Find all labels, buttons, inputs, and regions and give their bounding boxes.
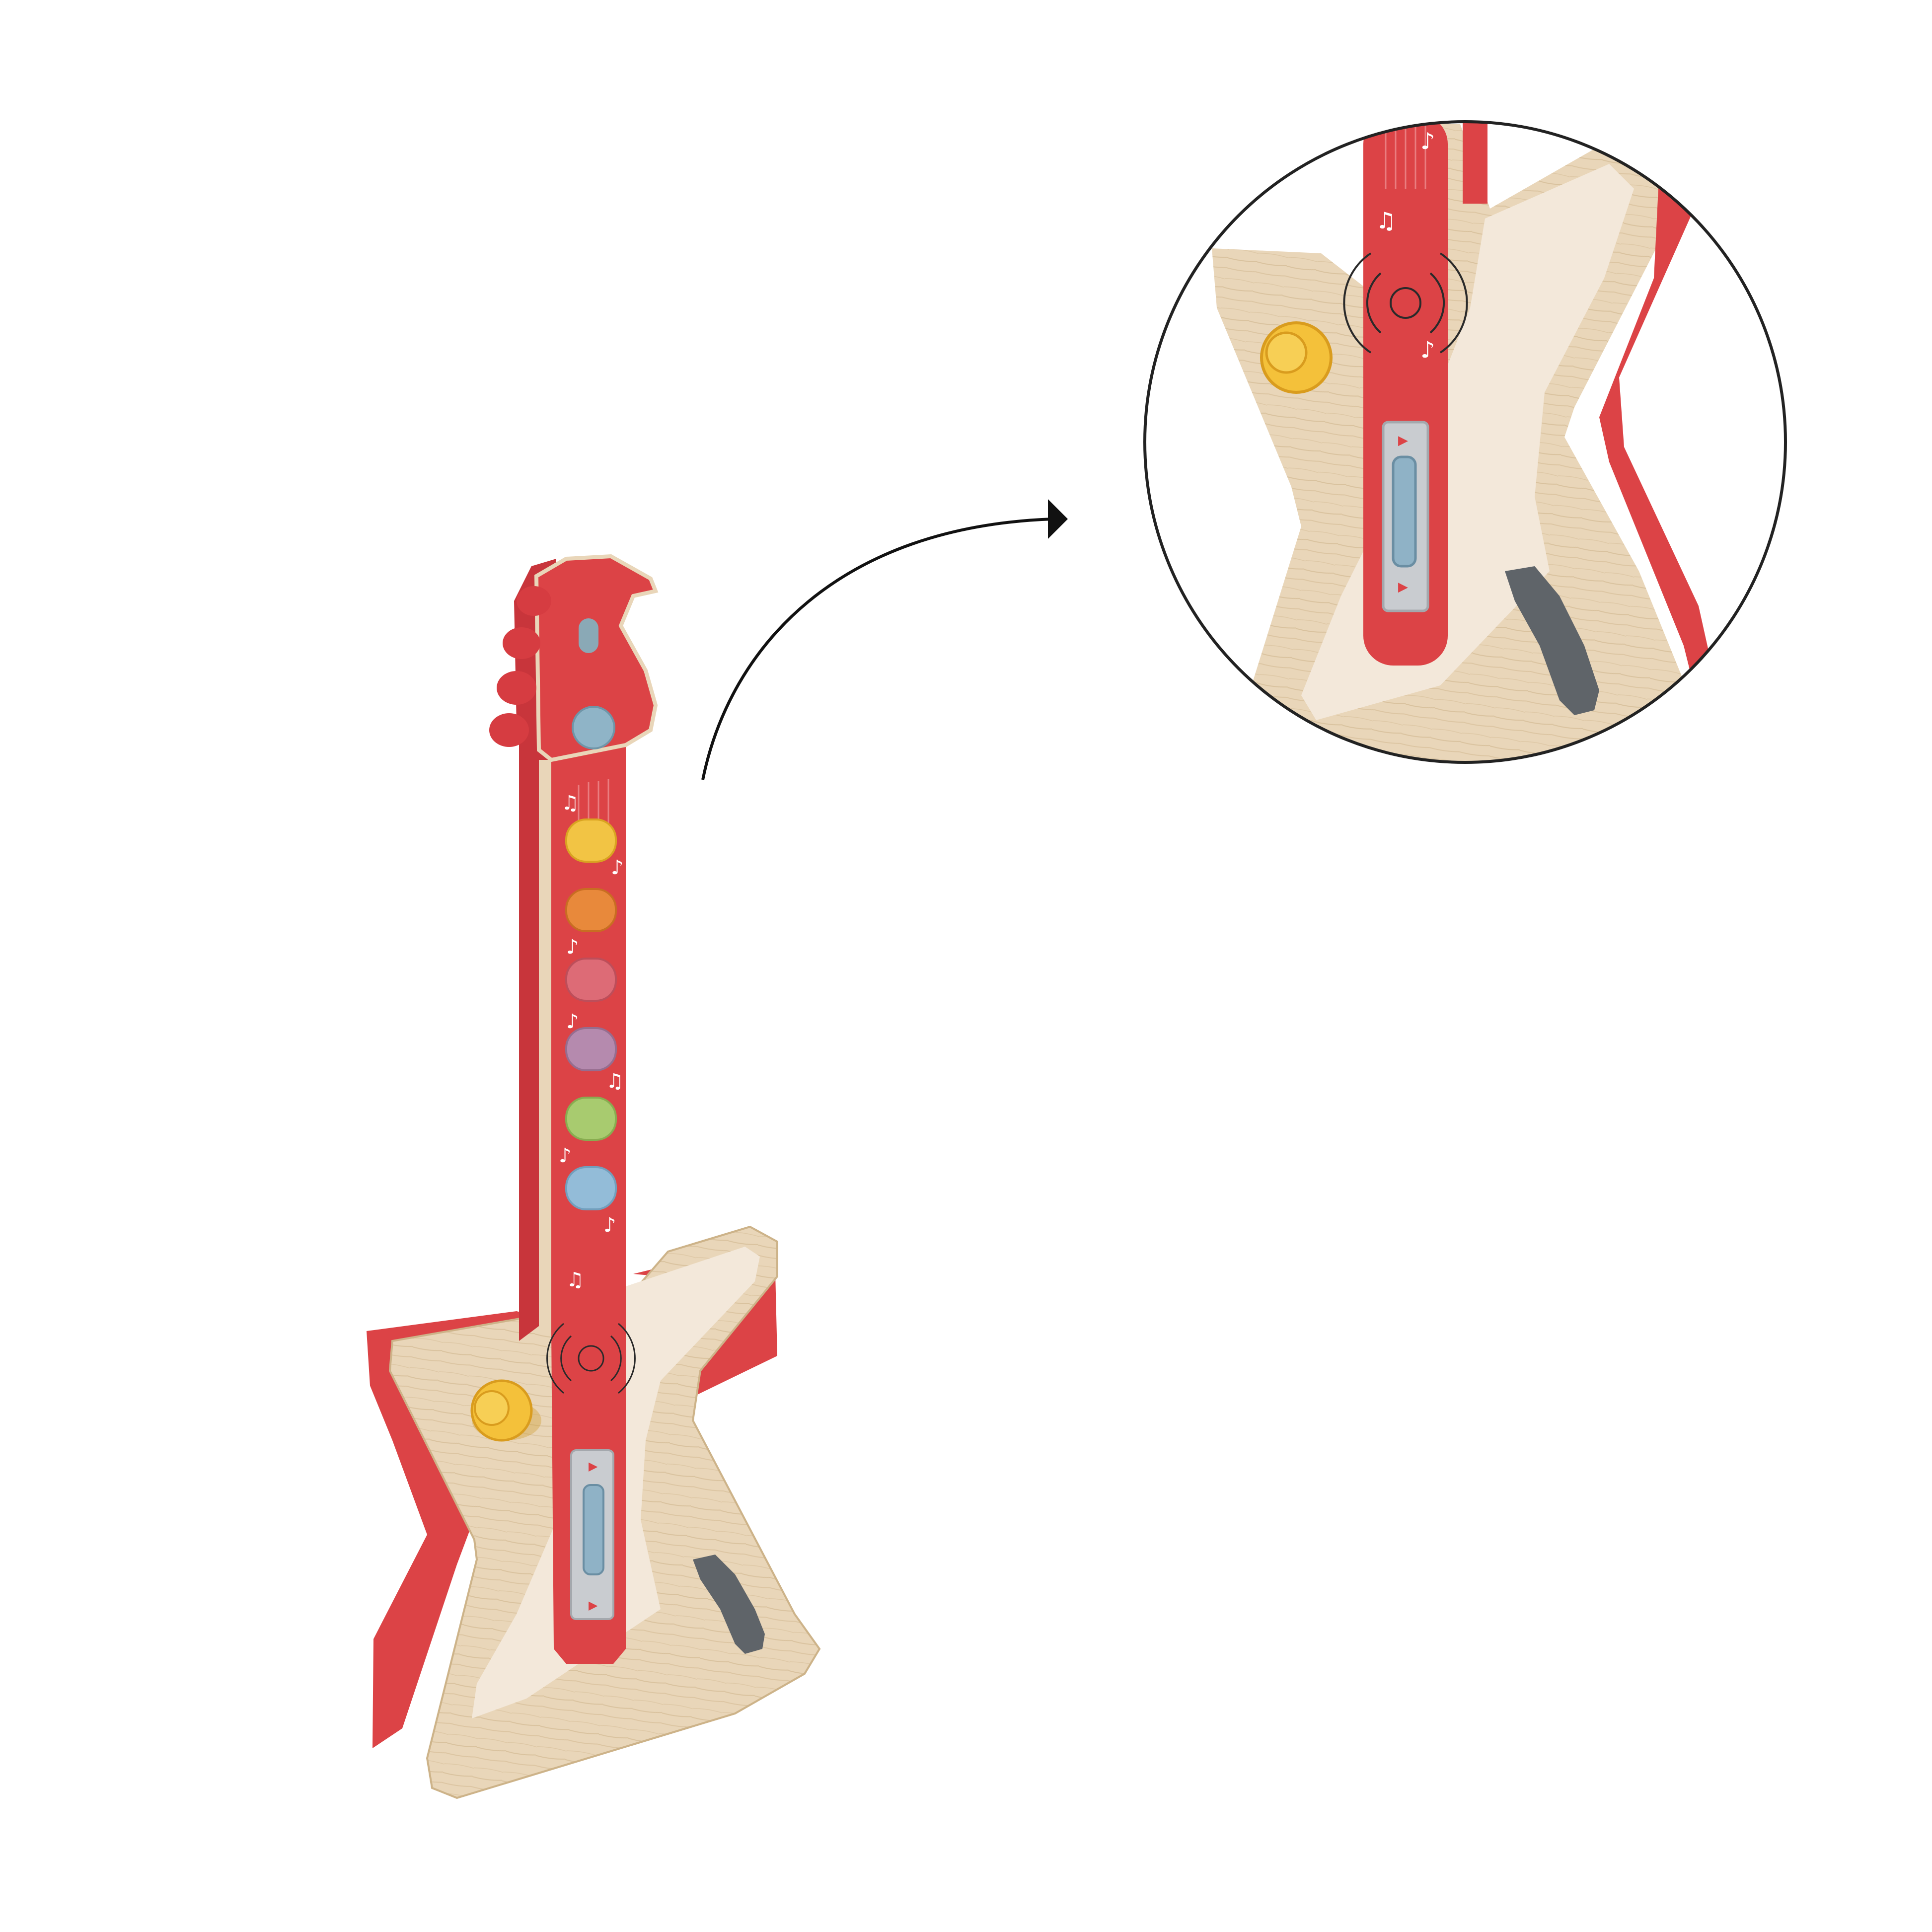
detail-zoom-view: ♫ ♪ ♪ ▶ ▶ [1145, 122, 1785, 762]
play-arrow-icon: ▶ [1398, 580, 1408, 594]
zoom-grey-handle [1505, 566, 1599, 715]
svg-text:♪: ♪ [566, 1010, 579, 1033]
guitar-neck-wood-edge [539, 755, 551, 1331]
note-button-yellow [565, 818, 617, 863]
svg-text:♪: ♪ [611, 856, 624, 879]
speaker-waves-icon [1343, 252, 1468, 354]
music-note-icon: ♫ ♪ ♪ [1376, 128, 1435, 363]
arrow-head-icon [1048, 499, 1068, 539]
svg-text:♪: ♪ [566, 936, 579, 959]
svg-text:♪: ♪ [603, 1214, 616, 1237]
neck-groove-lines [578, 779, 609, 824]
tuning-pegs [489, 586, 551, 747]
grey-handle [693, 1555, 765, 1654]
svg-text:♫: ♫ [566, 1268, 584, 1291]
slider-knob [583, 1484, 604, 1575]
note-button-orange [565, 888, 617, 932]
svg-text:♪: ♪ [559, 1144, 572, 1167]
music-note-icon: ♫ ♪ ♪ ♪ ♫ ♪ ♪ ♫ [559, 792, 624, 1291]
guitar-neck-edge [519, 576, 539, 1341]
note-button-light-blue [565, 1166, 617, 1210]
guitar-full-view: ♫ ♪ ♪ ♪ ♫ ♪ ♪ ♫ ▶ ▶ [367, 554, 821, 1799]
zoom-volume-knob [1260, 321, 1333, 394]
play-arrow-icon: ▶ [1398, 433, 1408, 448]
svg-text:♪: ♪ [1420, 128, 1435, 154]
play-arrow-icon: ▶ [589, 1598, 598, 1612]
note-button-pink [565, 958, 617, 1002]
svg-text:♪: ♪ [1420, 336, 1435, 363]
guitar-headstock [534, 554, 659, 762]
svg-text:♫: ♫ [1376, 207, 1396, 234]
detail-zoom-outline [1143, 120, 1787, 764]
headstock-slot [579, 618, 598, 653]
play-arrow-icon: ▶ [589, 1459, 598, 1473]
zoom-slider-knob [1392, 455, 1417, 568]
note-button-green [565, 1097, 617, 1141]
volume-knob [470, 1379, 541, 1442]
svg-text:♫: ♫ [561, 792, 579, 815]
zoom-arrow [701, 499, 1068, 780]
round-blue-button [572, 706, 615, 749]
speaker-waves-icon [546, 1323, 636, 1394]
note-button-purple [565, 1027, 617, 1071]
svg-text:♫: ♫ [606, 1070, 624, 1093]
note-buttons [565, 818, 617, 1210]
